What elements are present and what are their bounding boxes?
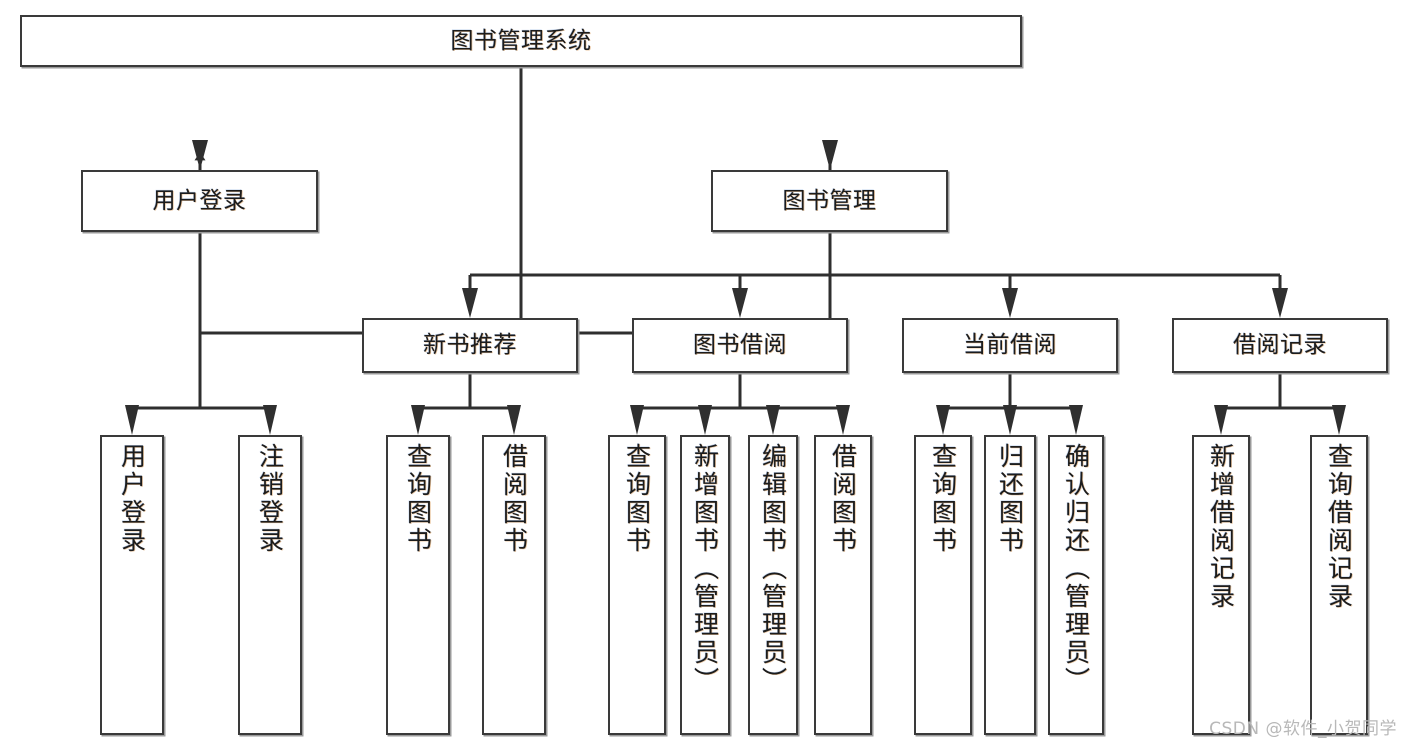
edge-bookborrow-to-leaves	[635, 373, 845, 425]
node-leaf-user-login[interactable]: 用户登录	[100, 435, 164, 735]
node-borrow-record[interactable]: 借阅记录	[1172, 318, 1388, 373]
edge-currentborrow-to-leaves	[941, 373, 1078, 425]
node-current-borrow[interactable]: 当前借阅	[902, 318, 1118, 373]
node-label: 归还图书	[995, 443, 1025, 555]
edge-userlogin-to-leaves	[130, 232, 272, 425]
node-book-borrow[interactable]: 图书借阅	[632, 318, 848, 373]
edge-borrowrecord-to-leaves	[1219, 373, 1341, 425]
node-label: 图书借阅	[693, 332, 787, 359]
node-label: 借阅记录	[1233, 332, 1327, 359]
node-leaf-query-book-2[interactable]: 查询图书	[608, 435, 666, 735]
node-label: 确认归还（管理员）	[1061, 443, 1091, 695]
node-label: 编辑图书（管理员）	[758, 443, 788, 695]
node-label: 查询图书	[622, 443, 652, 555]
node-label: 查询图书	[403, 443, 433, 555]
node-label: 图书管理	[782, 187, 877, 214]
node-leaf-edit-book-admin[interactable]: 编辑图书（管理员）	[748, 435, 798, 735]
node-book-manage[interactable]: 图书管理	[711, 170, 948, 232]
node-label: 新增借阅记录	[1206, 443, 1236, 611]
edge-newbook-to-leaves	[416, 373, 516, 425]
node-leaf-query-book-3[interactable]: 查询图书	[914, 435, 972, 735]
node-label: 用户登录	[117, 443, 147, 555]
node-leaf-add-book-admin[interactable]: 新增图书（管理员）	[680, 435, 730, 735]
node-leaf-add-borrow-record[interactable]: 新增借阅记录	[1192, 435, 1250, 735]
node-label: 图书管理系统	[450, 27, 592, 54]
node-leaf-confirm-return-admin[interactable]: 确认归还（管理员）	[1048, 435, 1104, 735]
node-root-system[interactable]: 图书管理系统	[20, 15, 1022, 67]
node-user-login[interactable]: 用户登录	[81, 170, 318, 232]
node-leaf-borrow-book-2[interactable]: 借阅图书	[814, 435, 872, 735]
node-label: 注销登录	[255, 443, 285, 555]
node-leaf-return-book[interactable]: 归还图书	[984, 435, 1036, 735]
node-label: 查询图书	[928, 443, 958, 555]
node-label: 用户登录	[152, 187, 247, 214]
node-label: 查询借阅记录	[1324, 443, 1354, 611]
node-label: 借阅图书	[499, 443, 529, 555]
node-leaf-query-book-1[interactable]: 查询图书	[386, 435, 450, 735]
node-label: 当前借阅	[963, 332, 1057, 359]
node-leaf-borrow-book-1[interactable]: 借阅图书	[482, 435, 546, 735]
node-leaf-logout-login[interactable]: 注销登录	[238, 435, 302, 735]
node-label: 借阅图书	[828, 443, 858, 555]
node-label: 新增图书（管理员）	[690, 443, 720, 695]
edge-bookmanage-to-level3	[468, 232, 1282, 308]
node-leaf-query-borrow-record[interactable]: 查询借阅记录	[1310, 435, 1368, 735]
node-label: 新书推荐	[423, 332, 517, 359]
node-new-book-recommend[interactable]: 新书推荐	[362, 318, 578, 373]
